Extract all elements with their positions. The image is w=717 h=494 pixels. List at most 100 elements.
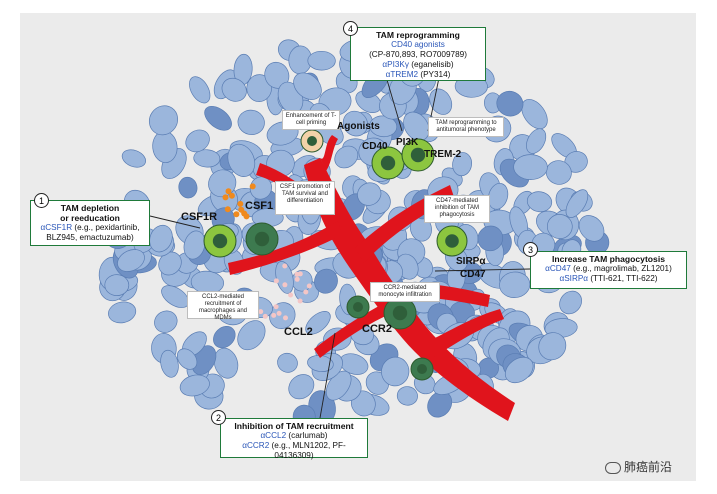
tumor-cell: [149, 224, 173, 253]
macrophage-nucleus: [445, 234, 459, 248]
box-inhibition-recruitment: Inhibition of TAM recruitment αCCL2 (car…: [220, 418, 368, 460]
tumor-cell: [221, 77, 247, 102]
macrophage-nucleus: [380, 155, 396, 171]
label-csf1r: CSF1R: [181, 211, 218, 223]
number-badge-3: 3: [523, 242, 538, 257]
box-line: αTREM2 (PY314): [354, 70, 482, 80]
csf1-molecule: [224, 206, 231, 213]
tumor-cell: [307, 50, 336, 71]
note-antitumoral: TAM reprogramming to antitumoral phenoty…: [428, 117, 504, 137]
drug-target: αCD47: [545, 264, 571, 273]
tumor-cell: [183, 230, 206, 260]
macrophage-cells: [203, 129, 468, 381]
box-line: BLZ945, emactuzumab): [46, 233, 134, 242]
tumor-cell: [546, 214, 573, 239]
macrophage-nucleus: [254, 231, 270, 247]
tumor-cell: [288, 374, 315, 400]
tumor-cell: [452, 152, 473, 177]
macrophage-nucleus: [417, 364, 427, 374]
drug-name: (e.g., pexidartinib,: [72, 223, 140, 232]
ccl2-molecule: [297, 298, 303, 304]
tumor-cell: [521, 99, 548, 130]
tumor-cell: [148, 105, 179, 136]
tumor-cell: [193, 149, 221, 168]
box-tam-reprogramming: TAM reprogramming CD40 agonists (CP-870,…: [350, 27, 486, 81]
macrophage-nucleus: [353, 302, 363, 312]
tumor-cell: [578, 215, 605, 242]
note-ccl2: CCL2-mediated recruitment of macrophages…: [187, 291, 259, 321]
label-trem2: TREM-2: [424, 149, 462, 160]
csf1-molecule: [237, 200, 244, 207]
tumor-cell: [513, 154, 548, 180]
box-line: αCD47 (e.g., magrolimab, ZL1201): [534, 264, 683, 274]
tumor-microenvironment-illustration: [93, 39, 610, 429]
csf1-molecule: [225, 188, 232, 195]
box-title: TAM depletion: [60, 203, 120, 213]
drug-name: (eganelisib): [408, 60, 454, 69]
label-ccr2: CCR2: [362, 323, 392, 335]
tumor-cell: [246, 74, 272, 102]
drug-target: αSIRPα: [559, 274, 589, 283]
tumor-cell: [559, 290, 582, 315]
macrophage-nucleus: [212, 233, 228, 249]
note-tcell-priming: Enhancement of T-cell priming: [282, 110, 340, 130]
tumor-cell: [334, 145, 359, 169]
tumor-cell: [189, 76, 211, 104]
csf1-molecule: [249, 183, 256, 190]
csf1-molecule: [243, 213, 250, 220]
tumor-cell: [277, 352, 298, 373]
label-cd40: CD40: [362, 141, 388, 152]
box-tam-depletion: TAM depletion or reeducation αCSF1R (e.g…: [30, 200, 150, 246]
ccl2-molecule: [294, 276, 300, 282]
ccl2-molecule: [273, 304, 279, 310]
label-pi3k: PI3K: [396, 137, 419, 148]
box-increase-phagocytosis: Increase TAM phagocytosis αCD47 (e.g., m…: [530, 251, 687, 289]
ccl2-molecule: [303, 289, 309, 295]
ccl2-molecule: [306, 283, 312, 289]
tumor-cell: [213, 347, 239, 379]
tumor-cell: [213, 326, 236, 349]
macrophage-nucleus: [392, 305, 408, 321]
ccl2-molecule: [282, 263, 288, 269]
box-line: αCCL2 (carlumab): [224, 431, 364, 441]
ccl2-molecule: [288, 292, 294, 298]
drug-name: (e.g., MLN1202, PF-04136309): [269, 441, 346, 460]
ccl2-molecule: [273, 278, 279, 284]
tumor-cell: [565, 189, 589, 218]
tumor-cell: [488, 182, 509, 210]
tumor-cell: [204, 105, 232, 131]
tumor-cell: [104, 274, 130, 296]
tumor-cell: [121, 149, 147, 168]
box-title: TAM reprogramming: [376, 30, 460, 40]
tumor-cell: [381, 356, 410, 387]
drug-name: (carlumab): [286, 431, 328, 440]
box-title: Increase TAM phagocytosis: [551, 254, 666, 264]
tumor-cell: [526, 191, 553, 213]
label-csf1: CSF1: [245, 200, 274, 212]
note-cd47: CD47-mediated inhibition of TAM phagocyt…: [424, 195, 490, 223]
drug-target: αTREM2: [385, 70, 419, 79]
tumor-cell: [154, 310, 178, 333]
box-title: or reeducation: [60, 213, 120, 223]
csf1-molecule: [222, 194, 229, 201]
tumor-cell: [403, 111, 430, 141]
tumor-cell: [342, 110, 368, 137]
tumor-cell: [176, 348, 198, 370]
box-line: αPI3Kγ (eganelisib): [354, 60, 482, 70]
tumor-cell: [237, 109, 265, 135]
macrophage-nucleus: [410, 147, 426, 163]
ccl2-molecule: [262, 313, 268, 319]
label-cd47: CD47: [460, 269, 486, 280]
tumor-cell: [237, 320, 266, 351]
ccl2-molecule: [276, 310, 282, 316]
tumor-cell: [108, 301, 137, 324]
csf1-molecule: [238, 206, 245, 213]
ccl2-molecule: [297, 271, 303, 277]
chat-bubble-icon: [605, 461, 621, 474]
tumor-cell: [396, 386, 418, 406]
ccl2-molecule: [282, 282, 288, 288]
box-line: (CP-870,893, RO7009789): [369, 50, 467, 59]
csf1-molecule: [233, 211, 240, 218]
drug-target: αPI3Kγ: [382, 60, 409, 69]
label-agonists: Agonists: [337, 121, 380, 132]
